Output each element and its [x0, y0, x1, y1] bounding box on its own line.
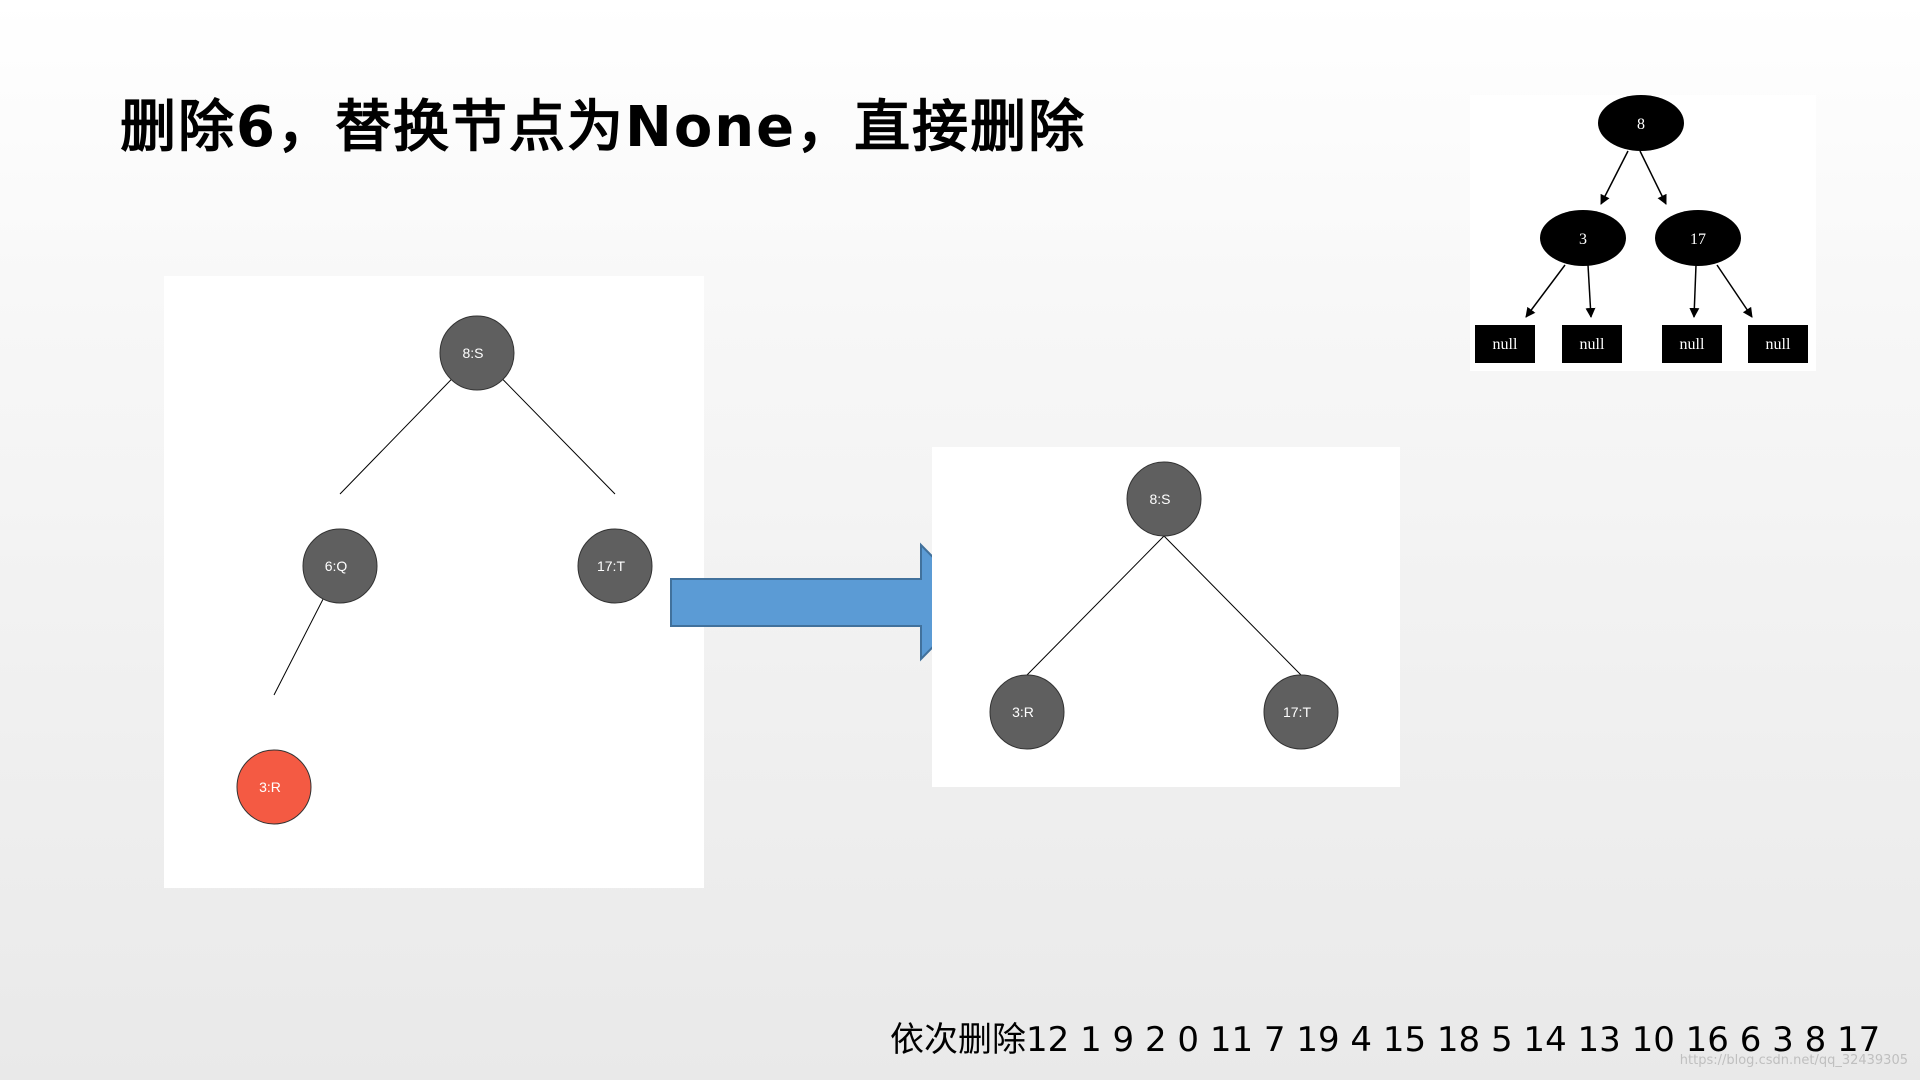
node-label: 6:Q [325, 558, 348, 574]
mini-edge [1585, 264, 1596, 318]
edge-8-3 [1026, 535, 1165, 676]
tree-before-panel: 8:S 6:Q 17:T 3:R [164, 276, 704, 888]
tree-before-diagram: 8:S 6:Q 17:T 3:R [236, 315, 653, 825]
mini-edge [1716, 264, 1753, 318]
node-label: 17:T [1283, 704, 1311, 720]
watermark: https://blog.csdn.net/qq_32439305 [1679, 1053, 1908, 1068]
mini-node: 17 [1655, 210, 1741, 266]
mini-tree-diagram: 8 3 17 null null null null [1475, 95, 1808, 363]
slide-title: 删除6，替换节点为None，直接删除 [120, 95, 1087, 160]
null-leaf-label: null [1493, 336, 1518, 353]
mini-node-label: 17 [1690, 231, 1706, 248]
null-leaf: null [1662, 325, 1722, 363]
node-circle [302, 528, 378, 604]
null-leaf-label: null [1766, 336, 1791, 353]
mini-node-shape [1540, 210, 1626, 266]
mini-edge [1689, 264, 1700, 318]
node-circle [236, 749, 312, 825]
tree-node: 17:T [577, 528, 653, 604]
tree-node: 3:R [236, 749, 312, 825]
node-label: 8:S [462, 345, 483, 361]
null-leaf: null [1475, 325, 1535, 363]
tree-node: 6:Q [302, 528, 378, 604]
tree-node: 3:R [989, 674, 1065, 750]
mini-node: 3 [1540, 210, 1626, 266]
null-leaf: null [1748, 325, 1808, 363]
node-circle [989, 674, 1065, 750]
node-circle [439, 315, 515, 391]
mini-node-label: 3 [1579, 231, 1587, 248]
mini-edge [1600, 150, 1629, 205]
null-leaf-box [1748, 325, 1808, 363]
mini-node: 8 [1598, 95, 1684, 151]
node-label: 17:T [597, 558, 625, 574]
null-leaf-label: null [1680, 336, 1705, 353]
null-leaf-box [1662, 325, 1722, 363]
tree-after-diagram: 8:S 3:R 17:T [989, 461, 1339, 750]
mini-edge [1525, 264, 1566, 318]
edge-8-17 [1163, 535, 1302, 676]
deletion-sequence: 依次删除12 1 9 2 0 11 7 19 4 15 18 5 14 13 1… [890, 1020, 1881, 1060]
mini-edge [1639, 150, 1667, 205]
node-circle [1263, 674, 1339, 750]
node-circle [577, 528, 653, 604]
null-leaf: null [1562, 325, 1622, 363]
node-label: 3:R [1012, 704, 1034, 720]
tree-node: 17:T [1263, 674, 1339, 750]
null-leaf-box [1475, 325, 1535, 363]
node-circle [1126, 461, 1202, 537]
null-leaf-label: null [1580, 336, 1605, 353]
mini-node-shape [1655, 210, 1741, 266]
mini-node-shape [1598, 95, 1684, 151]
mini-node-label: 8 [1637, 116, 1645, 133]
tree-node: 8:S [439, 315, 515, 391]
null-leaf-box [1562, 325, 1622, 363]
node-label: 3:R [259, 779, 281, 795]
tree-after-panel: 8:S 3:R 17:T [932, 447, 1400, 787]
tree-node: 8:S [1126, 461, 1202, 537]
mini-tree-panel: 8 3 17 null null null null [1470, 95, 1816, 371]
node-label: 8:S [1149, 491, 1170, 507]
